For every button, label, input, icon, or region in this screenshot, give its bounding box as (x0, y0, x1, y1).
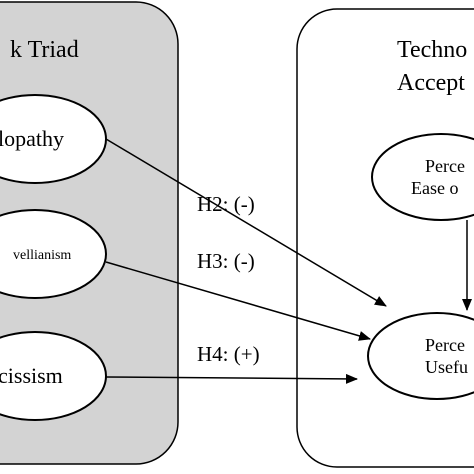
h2-label: H2: (-) (197, 192, 255, 216)
narcissism-node: cissism (0, 331, 107, 421)
h3-label: H3: (-) (197, 249, 255, 273)
tam-title-line1: Techno (397, 37, 467, 63)
machiavellianism-label: vellianism (13, 248, 71, 263)
dark-triad-title: k Triad (10, 37, 79, 63)
usefulness-node: Perce Usefu (367, 312, 474, 400)
narcissism-label: cissism (0, 363, 63, 388)
psychopathy-label: lopathy (0, 126, 64, 151)
tam-panel: Techno Accept Perce Ease o Perce Usefu (296, 8, 474, 468)
h4-arrow (105, 373, 358, 384)
ease-of-use-node: Perce Ease o (371, 133, 474, 221)
dark-triad-panel: k Triad lopathy vellianism cissism (0, 1, 179, 465)
h4-label: H4: (+) (197, 342, 260, 366)
tam-title-line2: Accept (397, 70, 465, 96)
usefulness-label-line1: Perce (425, 335, 465, 355)
machiavellianism-node: vellianism (0, 209, 107, 299)
usefulness-label-line2: Usefu (425, 357, 468, 377)
ease-of-use-label-line1: Perce (425, 156, 465, 176)
ease-of-use-label-line2: Ease o (411, 178, 458, 198)
h2-arrow (105, 138, 387, 307)
h3-arrow (105, 261, 371, 341)
